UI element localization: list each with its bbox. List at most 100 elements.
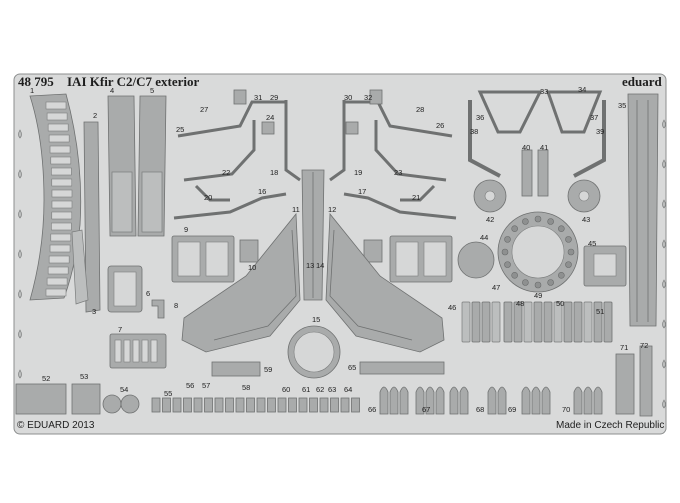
part-label-23: 23 [394,168,402,177]
pipe-parts-right [329,89,457,220]
part-label-31: 31 [254,93,262,102]
parts-66-70 [379,386,603,415]
part-54-b [120,394,140,414]
part-label-8: 8 [174,301,178,310]
part-label-27: 27 [200,105,208,114]
part-54-a [102,394,122,414]
part-label-63: 63 [328,385,336,394]
part-label-49: 49 [534,291,542,300]
part-44 [457,241,495,279]
part-59 [211,361,261,377]
part-label-67: 67 [422,405,430,414]
part-label-1: 1 [30,86,34,95]
part-label-54: 54 [120,385,128,394]
part-label-15: 15 [312,315,320,324]
part-label-5: 5 [150,86,154,95]
part-label-65: 65 [348,363,356,372]
part-label-44: 44 [480,233,488,242]
part-label-72: 72 [640,341,648,350]
part-label-48: 48 [516,299,524,308]
part-36-38 [468,100,501,178]
part-8 [151,299,165,319]
part-6-inner [113,271,137,307]
part-label-3: 3 [92,307,96,316]
part-label-38: 38 [470,127,478,136]
parts-55-64 [151,397,360,413]
part-label-21: 21 [412,193,420,202]
part-label-29: 29 [270,93,278,102]
part-label-2: 2 [93,111,97,120]
part-label-41: 41 [540,143,548,152]
edge-drops [18,119,666,409]
part-label-10: 10 [248,263,256,272]
part-label-71: 71 [620,343,628,352]
part-1 [29,93,82,301]
part-label-64: 64 [344,385,352,394]
part-label-26: 26 [436,121,444,130]
wing-panel-right [325,212,445,353]
part-label-17: 17 [358,187,366,196]
part-label-18: 18 [270,168,278,177]
part-label-32: 32 [364,93,372,102]
part-33 [477,90,543,134]
part-label-58: 58 [242,383,250,392]
wing-panel-left [181,212,301,353]
fret-title: IAI Kfir C2/C7 exterior [67,74,199,89]
part-35 [627,93,659,327]
part-label-36: 36 [476,113,484,122]
part-label-11: 11 [292,205,300,214]
part-label-12: 12 [328,205,336,214]
part-37-39 [573,100,606,178]
part-label-20: 20 [204,193,212,202]
part-label-40: 40 [522,143,530,152]
part-3 [71,229,89,305]
part-label-37: 37 [590,113,598,122]
part-label-19: 19 [354,168,362,177]
brand-logo: eduard [622,74,663,89]
part-2 [83,121,101,313]
part-65 [359,361,445,375]
origin-text: Made in Czech Republic [556,420,664,431]
set-number: 48 795 [18,74,54,89]
pipe-parts-left [173,89,301,220]
part-10-right [363,239,383,263]
part-label-28: 28 [416,105,424,114]
part-41 [537,149,549,197]
part-52 [15,383,67,415]
part-label-70: 70 [562,405,570,414]
part-4-panel [111,171,133,233]
part-label-4: 4 [110,86,114,95]
part-label-52: 52 [42,374,50,383]
part-label-6: 6 [146,289,150,298]
part-72 [639,345,653,417]
part-label-13: 13 [306,261,314,270]
part-label-59: 59 [264,365,272,374]
part-label-7: 7 [118,325,122,334]
part-53 [71,383,101,415]
part-label-47: 47 [492,283,500,292]
part-5-panel [141,171,163,233]
copyright-text: © EDUARD 2013 [17,420,95,431]
part-label-16: 16 [258,187,266,196]
part-label-39: 39 [596,127,604,136]
parts-46-51 [461,301,613,343]
part-label-30: 30 [344,93,352,102]
part-label-50: 50 [556,299,564,308]
part-label-66: 66 [368,405,376,414]
part-label-53: 53 [80,372,88,381]
part-label-22: 22 [222,168,230,177]
part-label-24: 24 [266,113,274,122]
part-label-35: 35 [618,101,626,110]
part-label-25: 25 [176,125,184,134]
part-label-14: 14 [316,261,324,270]
part-label-43: 43 [582,215,590,224]
part-label-62: 62 [316,385,324,394]
part-label-34: 34 [578,85,586,94]
part-label-45: 45 [588,239,596,248]
part-label-60: 60 [282,385,290,394]
part-10-left [239,239,259,263]
part-label-55: 55 [164,389,172,398]
part-label-9: 9 [184,225,188,234]
